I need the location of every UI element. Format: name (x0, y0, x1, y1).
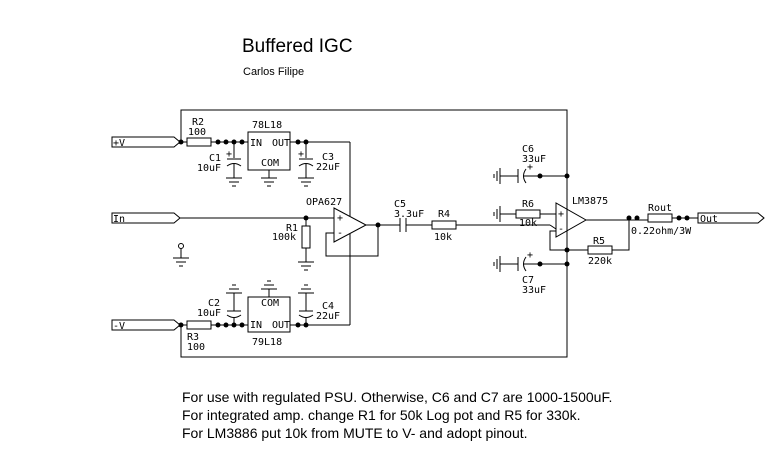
svg-text:10k: 10k (519, 218, 537, 229)
r5-resistor (587, 245, 613, 255)
positive-supply-section: R2 100 + C1 10uF 78L18 IN OUT COM + (178, 117, 351, 208)
r4-resistor (431, 220, 457, 230)
svg-text:33uF: 33uF (522, 285, 546, 296)
svg-text:100: 100 (187, 342, 205, 353)
opa627-opamp (333, 207, 368, 243)
port-input-label: In (113, 214, 125, 225)
svg-text:22uF: 22uF (316, 311, 340, 322)
svg-text:22uF: 22uF (316, 162, 340, 173)
svg-text:R3: R3 (187, 332, 199, 343)
port-vminus-label: -V (113, 321, 125, 332)
svg-text:+: + (527, 250, 533, 261)
svg-text:OUT: OUT (272, 320, 290, 331)
svg-text:-: - (337, 228, 343, 239)
svg-text:C6: C6 (522, 144, 534, 155)
svg-text:COM: COM (261, 158, 279, 169)
svg-text:R5: R5 (593, 236, 605, 247)
svg-text:78L18: 78L18 (252, 120, 282, 131)
note-line: For LM3886 put 10k from MUTE to V- and a… (182, 425, 528, 441)
svg-text:0.22ohm/3W: 0.22ohm/3W (631, 226, 692, 237)
r1-resistor (301, 225, 311, 249)
svg-text:Rout: Rout (648, 203, 672, 214)
svg-text:IN: IN (250, 320, 262, 331)
svg-text:R2: R2 (192, 117, 204, 128)
svg-text:33uF: 33uF (522, 154, 546, 165)
svg-text:C4: C4 (322, 301, 334, 312)
svg-text:R6: R6 (522, 199, 534, 210)
svg-text:R4: R4 (438, 209, 450, 220)
svg-text:10uF: 10uF (197, 163, 221, 174)
note-line: For integrated amp. change R1 for 50k Lo… (182, 407, 581, 423)
port-input: In (111, 212, 181, 225)
svg-text:OPA627: OPA627 (306, 197, 342, 208)
port-output-label: Out (700, 214, 718, 225)
svg-text:-: - (558, 224, 564, 235)
power-amp-section: + C6 33uF + C7 33uF R6 10k + - LM3875 (493, 144, 698, 296)
lm3875-amp (555, 202, 588, 238)
coupling-section: C5 3.3uF R4 10k (385, 199, 550, 243)
page-title: Buffered IGC (242, 36, 353, 57)
svg-text:220k: 220k (588, 256, 612, 267)
negative-supply-section: R3 100 C2 10uF 79L18 IN OUT COM C4 2 (178, 238, 351, 353)
svg-text:100: 100 (188, 127, 206, 138)
svg-text:+: + (337, 213, 343, 224)
svg-text:+: + (298, 149, 304, 160)
rout-resistor (647, 213, 673, 223)
port-vplus: +V (111, 136, 181, 149)
svg-text:C7: C7 (522, 275, 534, 286)
svg-text:10k: 10k (434, 232, 452, 243)
svg-text:LM3875: LM3875 (572, 196, 608, 207)
port-vplus-label: +V (113, 138, 125, 149)
svg-text:COM: COM (261, 298, 279, 309)
r2-resistor (186, 137, 212, 147)
svg-text:C2: C2 (208, 298, 220, 309)
note-line: For use with regulated PSU. Otherwise, C… (182, 389, 613, 405)
port-vminus: -V (111, 319, 181, 332)
svg-text:+: + (558, 209, 564, 220)
svg-text:C5: C5 (394, 199, 406, 210)
svg-text:IN: IN (250, 138, 262, 149)
svg-text:3.3uF: 3.3uF (394, 209, 424, 220)
svg-text:+: + (527, 162, 533, 173)
r6-resistor (515, 209, 541, 219)
svg-text:OUT: OUT (272, 138, 290, 149)
notes-block: For use with regulated PSU. Otherwise, C… (182, 388, 612, 442)
r3-resistor (186, 320, 212, 330)
author-name: Carlos Filipe (243, 66, 305, 78)
input-buffer-section: R1 100k + - OPA627 (173, 197, 385, 271)
frame-wire (180, 109, 568, 358)
svg-text:C1: C1 (209, 153, 221, 164)
svg-text:+: + (226, 149, 232, 160)
port-output: Out (697, 212, 765, 225)
svg-text:79L18: 79L18 (252, 337, 282, 348)
svg-text:C3: C3 (322, 152, 334, 163)
svg-text:R1: R1 (286, 223, 298, 234)
svg-text:10uF: 10uF (197, 308, 221, 319)
svg-text:100k: 100k (272, 232, 296, 243)
